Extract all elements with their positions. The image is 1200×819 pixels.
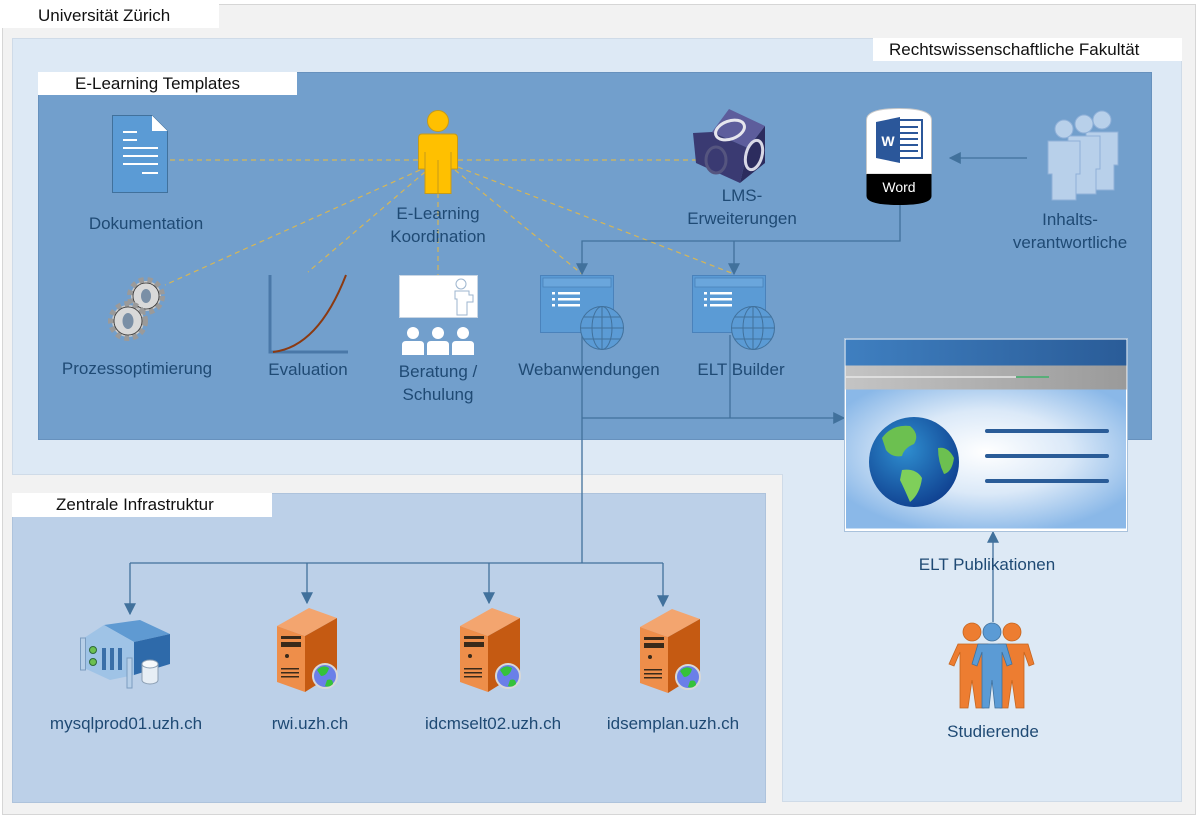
label-webanwendungen: Webanwendungen (518, 360, 660, 379)
presentation-icon[interactable] (399, 275, 479, 355)
web-app-icon[interactable] (540, 275, 626, 351)
document-icon[interactable] (112, 115, 168, 193)
label-dokumentation: Dokumentation (88, 214, 204, 233)
globe-icon (495, 663, 521, 689)
globe-icon (675, 664, 701, 690)
cube-icon[interactable] (692, 108, 767, 184)
region-label-fakultaet: Rechtswissenschaftliche Fakultät (873, 38, 1182, 61)
region-label-infrastruktur: Zentrale Infrastruktur (12, 493, 272, 517)
label-publikationen: ELT Publikationen (918, 555, 1056, 574)
globe-icon (580, 306, 624, 350)
database-icon (141, 659, 159, 685)
word-document-icon[interactable]: W Word (866, 107, 932, 206)
label-evaluation: Evaluation (268, 360, 348, 379)
person-icon[interactable] (418, 110, 458, 194)
region-label-universitaet: Universität Zürich (2, 4, 219, 28)
web-page-globe-icon[interactable] (844, 338, 1128, 532)
globe-icon (312, 663, 338, 689)
web-server-icon[interactable] (638, 607, 708, 695)
label-studierende: Studierende (947, 722, 1039, 741)
region-label-elearning: E-Learning Templates (38, 72, 297, 95)
web-server-icon[interactable] (275, 606, 345, 694)
globe-icon (731, 306, 775, 350)
server-label-2: idcmselt02.uzh.ch (424, 714, 562, 733)
web-app-icon-elt-builder[interactable] (692, 275, 778, 351)
server-label-1: rwi.uzh.ch (271, 714, 349, 733)
growth-curve-icon[interactable] (268, 274, 348, 355)
label-beratung: Beratung /Schulung (398, 362, 478, 404)
gears-icon[interactable] (108, 276, 170, 344)
server-label-0: mysqlprod01.uzh.ch (49, 714, 203, 733)
people-group-icon[interactable] (1030, 110, 1120, 202)
database-server-icon[interactable] (80, 620, 172, 692)
label-lms: LMS-Erweiterungen (687, 186, 797, 228)
students-group-icon[interactable] (948, 622, 1038, 712)
svg-text:W: W (881, 133, 895, 149)
word-badge-label: Word (882, 179, 915, 195)
label-inhalt: Inhalts-verantwortliche (1012, 210, 1128, 252)
web-server-icon[interactable] (458, 606, 528, 694)
label-prozess: Prozessoptimierung (61, 359, 213, 378)
label-eltbuilder: ELT Builder (697, 360, 785, 379)
earth-globe-icon (869, 417, 959, 507)
server-label-3: idsemplan.uzh.ch (606, 714, 740, 733)
